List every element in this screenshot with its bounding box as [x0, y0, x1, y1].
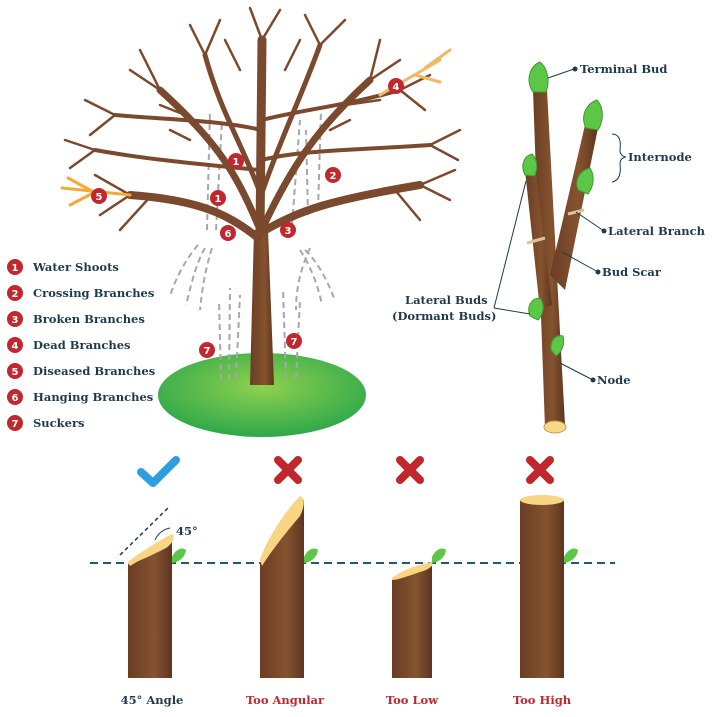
svg-text:4: 4	[12, 341, 19, 352]
stem-too-high	[520, 495, 578, 678]
label-lateral-buds: Lateral Buds	[405, 293, 488, 307]
legend-item: 7 Suckers	[7, 415, 85, 431]
svg-text:7: 7	[291, 337, 298, 348]
svg-text:3: 3	[285, 226, 292, 237]
cut-label-wrong: Too High	[513, 693, 572, 707]
branch-anatomy: Terminal Bud Internode Lateral Branch Bu…	[392, 61, 706, 434]
svg-text:1: 1	[215, 194, 222, 205]
svg-text:2: 2	[330, 171, 337, 182]
label-terminal-bud: Terminal Bud	[580, 62, 667, 76]
legend-label: Water Shoots	[32, 260, 119, 274]
tree	[63, 6, 462, 385]
legend-item: 3 Broken Branches	[7, 311, 145, 327]
badge-hanging-branches: 6	[220, 225, 236, 241]
label-internode: Internode	[628, 150, 692, 164]
label-bud-scar: Bud Scar	[602, 265, 662, 279]
svg-text:7: 7	[204, 346, 211, 357]
badge-crossing-branches: 2	[325, 167, 341, 183]
stem-too-low	[392, 548, 446, 678]
svg-text:4: 4	[393, 82, 400, 93]
legend-label: Dead Branches	[33, 338, 131, 352]
cut-label-correct: 45° Angle	[121, 693, 184, 707]
legend-item: 2 Crossing Branches	[7, 285, 154, 301]
legend-label: Suckers	[33, 416, 85, 430]
stem-too-angular	[260, 496, 318, 678]
badge-water-shoots-a: 1	[228, 153, 244, 169]
label-node: Node	[597, 373, 631, 387]
svg-text:6: 6	[12, 393, 19, 404]
badge-broken-branches: 3	[280, 222, 296, 238]
svg-text:7: 7	[12, 419, 19, 430]
legend-label: Hanging Branches	[33, 390, 153, 404]
svg-text:2: 2	[12, 289, 19, 300]
tree-badges: 1 1 2 3 4 5 6	[91, 78, 404, 358]
svg-text:1: 1	[12, 263, 19, 274]
angle-label: 45°	[176, 524, 198, 538]
svg-text:5: 5	[12, 367, 19, 378]
legend-item: 6 Hanging Branches	[7, 389, 153, 405]
wrong-icon	[526, 456, 554, 484]
svg-text:5: 5	[96, 192, 103, 203]
label-dormant-buds: (Dormant Buds)	[392, 309, 496, 323]
badge-water-shoots-b: 1	[210, 190, 226, 206]
badge-diseased-branches: 5	[91, 188, 107, 204]
leader-dots	[572, 66, 607, 383]
tree-diagram: 1 1 2 3 4 5 6	[60, 6, 462, 437]
legend-item: 1 Water Shoots	[7, 259, 119, 275]
legend-label: Diseased Branches	[33, 364, 155, 378]
legend-label: Crossing Branches	[33, 286, 154, 300]
label-lateral-branch: Lateral Branch	[608, 224, 706, 238]
svg-text:6: 6	[225, 229, 232, 240]
legend-item: 4 Dead Branches	[7, 337, 131, 353]
badge-suckers-a: 7	[199, 342, 215, 358]
svg-text:3: 3	[12, 315, 19, 326]
wrong-icon	[396, 456, 424, 484]
badge-dead-branches: 4	[388, 78, 404, 94]
badge-suckers-b: 7	[286, 333, 302, 349]
legend-item: 5 Diseased Branches	[7, 363, 155, 379]
legend-label: Broken Branches	[33, 312, 145, 326]
cut-comparison: 45° 45° Angle Too Angular Too Low Too Hi…	[90, 456, 615, 707]
legend: 1 Water Shoots 2 Crossing Branches 3 Bro…	[7, 259, 155, 431]
wrong-icon	[274, 456, 302, 484]
cut-label-wrong: Too Angular	[246, 693, 325, 707]
check-icon	[137, 456, 180, 487]
bud-icons	[522, 61, 603, 357]
cut-label-wrong: Too Low	[386, 693, 439, 707]
grass-mound	[158, 353, 366, 437]
svg-text:1: 1	[233, 157, 240, 168]
anatomy-leaders	[493, 68, 627, 381]
stem-45-degree: 45°	[119, 505, 198, 678]
